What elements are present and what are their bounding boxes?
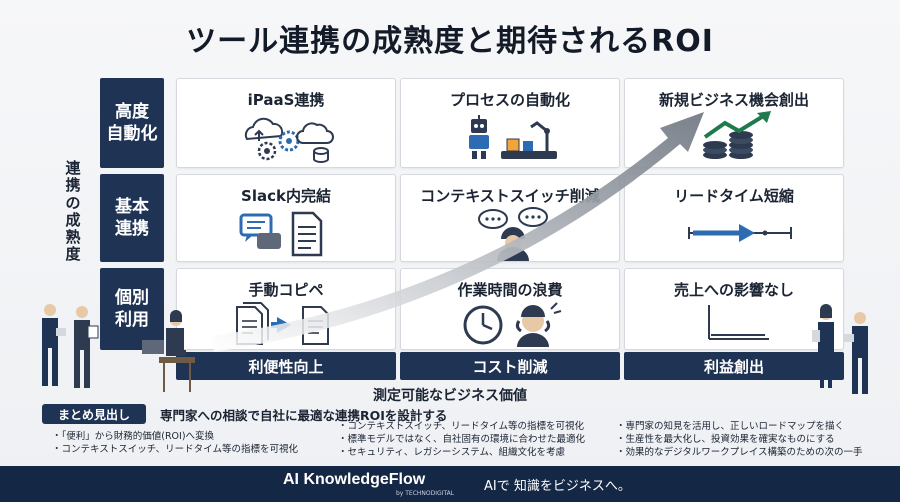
growth-coins-icon <box>703 111 771 159</box>
footer-bar: AI KnowledgeFlow by TECHNODIGITAL AIで 知識… <box>0 466 900 502</box>
column-label-cost-reduction: コスト削減 <box>400 352 620 380</box>
brand-subtitle: by TECHNODIGITAL <box>396 490 455 497</box>
brand-tagline: AIで 知識をビジネスへ。 <box>484 479 631 494</box>
timeline-arrow-icon <box>688 224 792 242</box>
bullet-item: ・セキュリティ、レガシーシステム、組織文化を考慮 <box>338 447 565 458</box>
cell-ipaas: iPaaS連携 <box>176 78 396 168</box>
thinking-worker-icon <box>478 207 548 261</box>
bullet-item: ・コンテキストスイッチ、リードタイム等の指標を可視化 <box>52 444 298 455</box>
cell-lead-time: リードタイム短縮 <box>624 174 844 262</box>
row-label-text: 個別利用 <box>115 287 149 330</box>
cell-title: 作業時間の浪費 <box>457 281 563 299</box>
column-label-profit: 利益創出 <box>624 352 844 380</box>
cloud-gears-icon <box>244 117 334 163</box>
business-people-left-icon <box>42 304 195 392</box>
row-label-advanced: 高度自動化 <box>100 78 164 168</box>
row-label-text: 高度自動化 <box>106 101 158 144</box>
row-label-individual: 個別利用 <box>100 268 164 350</box>
cell-title: リードタイム短縮 <box>674 187 794 205</box>
brand-logo-text: AI KnowledgeFlow <box>283 471 426 488</box>
cell-title: 新規ビジネス機会創出 <box>658 91 809 109</box>
chat-document-icon <box>239 211 323 257</box>
cell-no-revenue: 売上への影響なし <box>624 268 844 350</box>
summary-heading: 専門家への相談で自社に最適な連携ROIを設計する <box>160 408 448 423</box>
clock-stress-icon <box>463 302 562 347</box>
bullet-item: ・生産性を最大化し、投資効果を確実なものにする <box>616 434 835 445</box>
cell-title: 売上への影響なし <box>673 281 794 299</box>
cell-title: Slack内完結 <box>241 187 331 205</box>
row-label-text: 基本連携 <box>115 196 149 239</box>
cell-time-waste: 作業時間の浪費 <box>400 268 620 350</box>
column-label-convenience: 利便性向上 <box>176 352 396 380</box>
cell-title: iPaaS連携 <box>247 91 325 109</box>
row-label-basic: 基本連携 <box>100 174 164 262</box>
cell-title: コンテキストスイッチ削減 <box>420 187 600 205</box>
summary-bullets-col2: ・コンテキストスイッチ、リードタイム等の指標を可視化 ・標準モデルではなく、自社… <box>338 420 585 459</box>
business-people-right-icon <box>812 304 868 394</box>
summary-bullets-col1: ・「便利」から財務的価値(ROI)へ変換 ・コンテキストスイッチ、リードタイム等… <box>52 430 298 456</box>
bullet-item: ・「便利」から財務的価値(ROI)へ変換 <box>52 431 215 442</box>
cell-title: 手動コピペ <box>248 281 324 299</box>
flat-chart-icon <box>708 305 769 340</box>
bullet-item: ・効果的なデジタルワークプレイス構築のための次の一手 <box>616 447 863 458</box>
cell-title: プロセスの自動化 <box>449 91 570 109</box>
cell-process-automation: プロセスの自動化 <box>400 78 620 168</box>
cell-slack: Slack内完結 <box>176 174 396 262</box>
business-value-caption: 測定可能なビジネス価値 <box>373 388 527 404</box>
robot-arm-icon <box>469 115 557 159</box>
bullet-item: ・標準モデルではなく、自社固有の環境に合わせた最適化 <box>338 434 586 445</box>
summary-tag: まとめ見出し <box>42 404 146 424</box>
summary-bullets-col3: ・専門家の知見を活用し、正しいロードマップを描く ・生産性を最大化し、投資効果を… <box>616 420 863 459</box>
maturity-axis-label: 連携の成熟度 <box>65 159 81 264</box>
page-title: ツール連携の成熟度と期待されるROI <box>186 24 714 59</box>
bullet-item: ・専門家の知見を活用し、正しいロードマップを描く <box>616 421 845 432</box>
bullet-item: ・コンテキストスイッチ、リードタイム等の指標を可視化 <box>338 421 584 432</box>
